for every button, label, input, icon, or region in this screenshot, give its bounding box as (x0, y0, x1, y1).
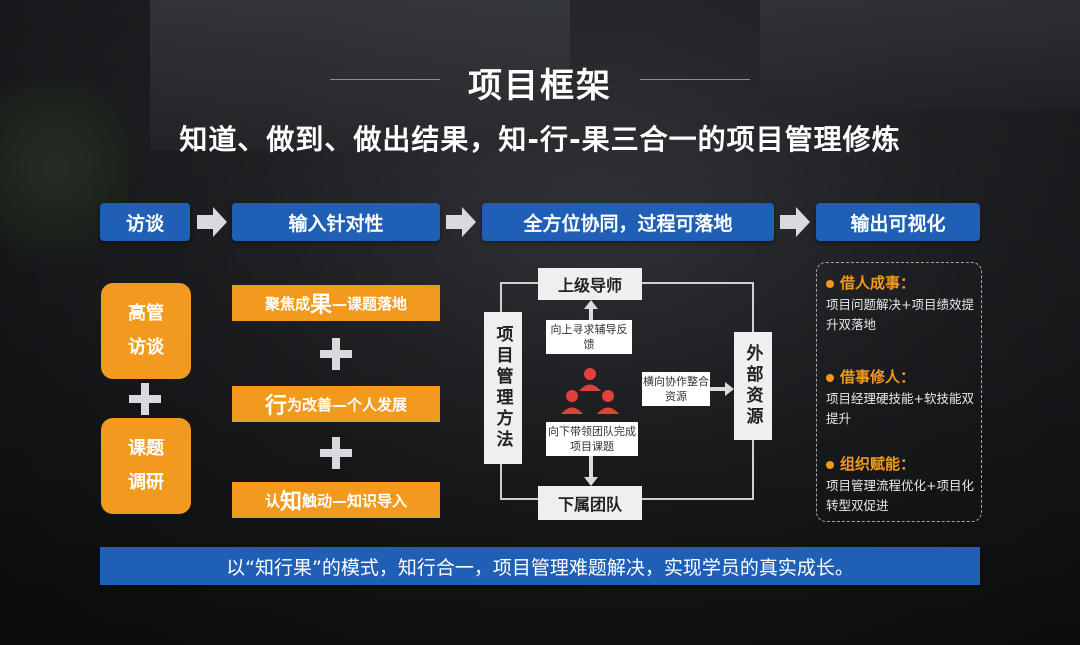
method-vertical-box: 项目管理方法 (484, 312, 522, 464)
bullet-icon (826, 460, 834, 469)
step-interview: 访谈 (100, 203, 190, 241)
interview-box-line: 访谈 (128, 337, 164, 358)
output-heading: 组织赋能： (826, 453, 915, 474)
page-subtitle: 知道、做到、做出结果，知-行-果三合一的项目管理修炼 (179, 123, 901, 156)
title-divider-right (640, 79, 750, 80)
output-heading: 借事修人： (826, 366, 915, 387)
step-arrow-icon (446, 207, 476, 237)
bullet-icon (826, 373, 834, 382)
upward-note: 向上寻求辅导反馈 (546, 320, 632, 354)
bottom-statement: 以“知行果”的模式，知行合一，项目管理难题解决，实现学员的真实成长。 (100, 547, 980, 585)
external-resource-vertical-box: 外部资源 (734, 332, 772, 440)
input-bar-text: 认 (264, 491, 280, 510)
output-heading-text: 组织赋能： (840, 455, 916, 473)
interview-box-line: 调研 (128, 472, 164, 493)
output-panel (816, 262, 982, 522)
input-bar-text: —课题落地 (332, 294, 408, 313)
input-bar-knowledge: 认知触动—知识导入 (232, 482, 440, 518)
input-bar-action: 行为改善—个人发展 (232, 386, 440, 422)
input-bar-text: 聚焦成 (264, 294, 310, 313)
input-bar-highlight: 知 (279, 490, 302, 515)
output-heading-text: 借人成事： (840, 274, 916, 292)
step-output: 输出可视化 (816, 203, 980, 241)
plus-icon (129, 383, 161, 415)
page-title: 项目框架 (468, 66, 612, 106)
plus-icon (320, 338, 352, 370)
bullet-icon (826, 279, 834, 288)
interview-box-research: 课题 调研 (101, 418, 191, 514)
interview-box-line: 课题 (128, 438, 164, 459)
output-text: 项目管理流程优化+项目化转型双促进 (826, 478, 974, 513)
step-arrow-icon (780, 207, 810, 237)
step-input: 输入针对性 (232, 203, 440, 241)
interview-box-line: 高管 (128, 303, 164, 324)
superior-mentor-box: 上级导师 (538, 268, 642, 300)
subordinate-team-box: 下属团队 (538, 486, 642, 520)
output-text: 项目经理硬技能+软技能双提升 (826, 391, 974, 426)
step-arrow-icon (197, 207, 227, 237)
downward-note: 向下带领团队完成项目课题 (546, 422, 638, 456)
input-bar-highlight: 果 (309, 293, 332, 318)
arrow-up-icon (584, 300, 598, 322)
arrow-right-icon (710, 382, 734, 396)
step-collaboration: 全方位协同，过程可落地 (482, 203, 774, 241)
input-bar-highlight: 行 (264, 394, 287, 419)
input-bar-text: 触动—知识导入 (302, 491, 408, 510)
output-text: 项目问题解决+项目绩效提升双落地 (826, 297, 974, 332)
interview-box-executive: 高管 访谈 (101, 283, 191, 379)
output-heading-text: 借事修人： (840, 368, 916, 386)
plus-icon (320, 437, 352, 469)
arrow-down-icon (584, 456, 598, 486)
output-heading: 借人成事： (826, 272, 915, 293)
input-bar-text: 为改善—个人发展 (287, 395, 408, 414)
title-divider-left (330, 79, 440, 80)
lateral-note: 横向协作整合资源 (642, 372, 710, 406)
input-bar-result: 聚焦成果—课题落地 (232, 285, 440, 321)
team-people-icon (561, 368, 619, 414)
